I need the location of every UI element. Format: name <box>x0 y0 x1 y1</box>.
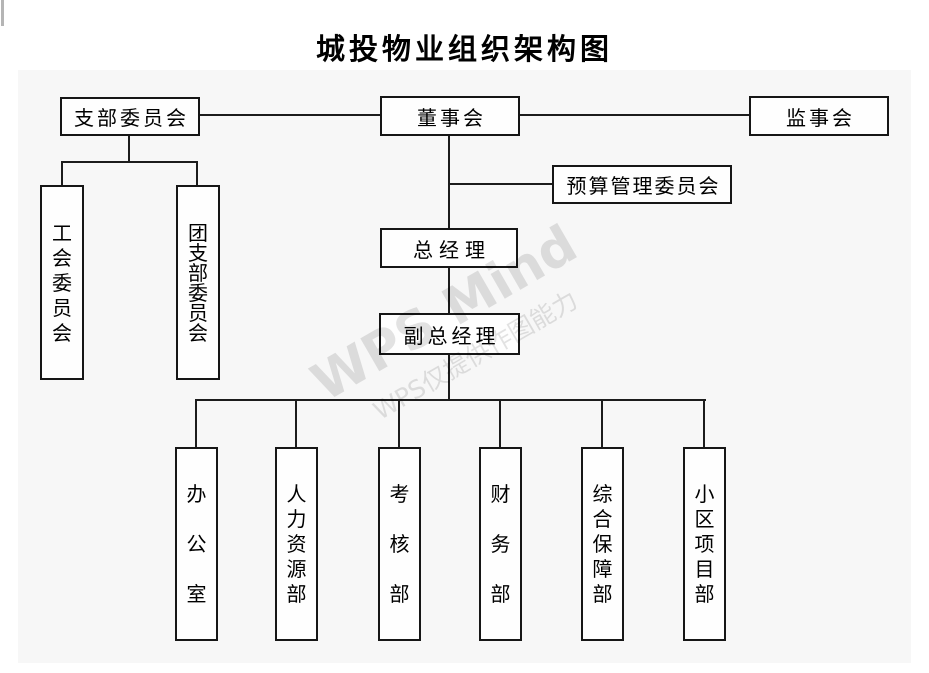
org-node-bangongshi[interactable]: 办公室 <box>175 447 218 641</box>
connector-drop-kaohe <box>398 399 400 447</box>
chart-title: 城投物业组织架构图 <box>315 32 613 66</box>
connector-drop-renli <box>295 399 297 447</box>
page-corner-mark <box>1 0 4 26</box>
org-node-label: 预算管理委员会 <box>566 174 721 198</box>
connector-departments-bus <box>195 399 706 401</box>
org-node-caiwu-bu[interactable]: 财务部 <box>479 447 522 641</box>
org-node-zongjingli[interactable]: 总经理 <box>380 228 518 268</box>
connector-dongshihui-jianshihui <box>520 114 749 116</box>
connector-zhibu-branch-bus <box>61 161 198 163</box>
org-node-label: 小区项目部 <box>694 482 715 606</box>
connector-drop-xiaoqu <box>703 399 705 447</box>
org-node-yusuan-guanli-weiyuanhui[interactable]: 预算管理委员会 <box>552 165 732 204</box>
connector-branch-yusuan <box>448 183 553 185</box>
org-node-label: 工会委员会 <box>52 220 72 345</box>
org-node-jianshihui[interactable]: 监事会 <box>749 96 889 136</box>
org-node-dongshihui[interactable]: 董事会 <box>380 96 520 136</box>
connector-drop-gonghui <box>61 161 63 186</box>
connector-zongjingli-fuzong <box>448 268 450 314</box>
org-node-xiaoqu-xiangmu-bu[interactable]: 小区项目部 <box>683 447 726 641</box>
org-node-label: 考核部 <box>389 482 410 606</box>
connector-dongshihui-zongjingli <box>448 135 450 229</box>
connector-fuzong-bus <box>448 355 450 401</box>
org-node-label: 团支部委员会 <box>188 220 208 345</box>
org-node-renli-ziyuan-bu[interactable]: 人力资源部 <box>275 447 318 641</box>
org-node-label: 支部委员会 <box>74 106 189 130</box>
org-node-label: 副总经理 <box>403 323 500 348</box>
org-node-label: 人力资源部 <box>286 482 307 606</box>
connector-drop-caiwu <box>499 399 501 447</box>
connector-drop-zonghe <box>601 399 603 447</box>
org-node-tuan-zhibu-weiyuanhui[interactable]: 团支部委员会 <box>176 185 220 380</box>
org-node-zonghe-baozhang-bu[interactable]: 综合保障部 <box>581 447 624 641</box>
org-node-label: 总经理 <box>413 237 491 262</box>
connector-drop-bangongshi <box>195 399 197 447</box>
org-node-fu-zongjingli[interactable]: 副总经理 <box>379 313 520 355</box>
org-node-gonghui-weiyuanhui[interactable]: 工会委员会 <box>40 185 84 380</box>
org-node-label: 财务部 <box>490 482 511 606</box>
chart-canvas <box>18 70 911 663</box>
connector-drop-tuanzhibu <box>196 161 198 186</box>
org-node-label: 董事会 <box>417 105 486 130</box>
connector-zhibu-dongshihui <box>200 114 380 116</box>
org-node-kaohe-bu[interactable]: 考核部 <box>378 447 421 641</box>
org-node-zhibu-weiyuanhui[interactable]: 支部委员会 <box>60 97 200 136</box>
connector-zhibu-drop <box>128 135 130 163</box>
org-node-label: 办公室 <box>186 482 207 606</box>
org-node-label: 监事会 <box>786 105 855 130</box>
org-node-label: 综合保障部 <box>592 482 613 606</box>
